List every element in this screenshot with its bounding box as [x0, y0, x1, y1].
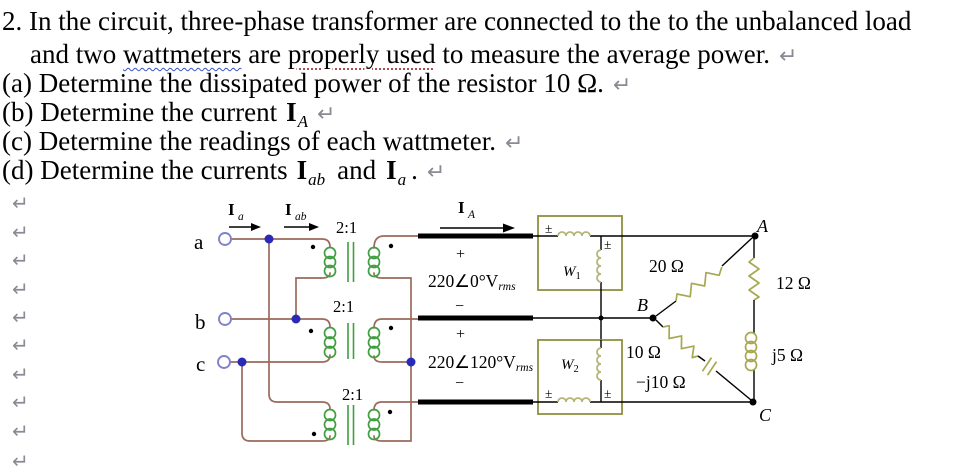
problem-item-a: (a) Determine the dissipated power of th…: [2, 68, 631, 101]
subscript-ab: ab: [308, 170, 326, 189]
transformer-1: [310, 242, 394, 282]
item-b-text: (b) Determine the current: [2, 97, 278, 127]
source2-label: 220∠120°Vrms: [428, 352, 534, 374]
margin-paragraph-mark: ↵: [12, 362, 29, 386]
terminals: [217, 232, 232, 369]
resistor-20-label: 20 Ω: [649, 256, 684, 276]
paragraph-mark: ↵: [779, 44, 798, 69]
turns-ratio-t3: 2:1: [342, 385, 363, 404]
turns-ratio-t2: 2:1: [333, 297, 354, 316]
resistor-12-label: 12 Ω: [776, 273, 811, 293]
circuit-diagram: a b c 2:1 2:1 2:1 Ia Iab IA + 220∠0°Vrms…: [194, 198, 811, 445]
period: .: [411, 155, 418, 185]
terminal-a-label: a: [194, 230, 204, 254]
turns-ratio-t1: 2:1: [336, 218, 357, 237]
problem-item-c: (c) Determine the readings of each wattm…: [2, 126, 523, 159]
problem-line-1: 2. In the circuit, three-phase transform…: [2, 6, 911, 36]
margin-paragraph-mark: ↵: [12, 277, 29, 301]
wattmeter-1-label: W1: [563, 264, 581, 282]
wattmeter-1: [533, 215, 753, 340]
problem-item-b: (b) Determine the current IA ↵: [2, 97, 335, 137]
item-d-text: (d) Determine the currents: [2, 155, 288, 185]
margin-paragraph-mark: ↵: [12, 191, 29, 215]
w2-polarity-mark-left: ±: [545, 386, 552, 401]
subscript-A: A: [297, 112, 309, 131]
secondary-wires: [373, 235, 419, 442]
source2-plus: +: [456, 326, 465, 343]
margin-paragraph-mark: ↵: [12, 390, 29, 414]
current-arrow-Iab: [284, 223, 319, 231]
w1-polarity-mark-right: ±: [604, 237, 611, 252]
node-C-label: C: [759, 405, 772, 425]
item-a-text: (a) Determine the dissipated power of th…: [2, 68, 604, 98]
line2-post: to measure the average power.: [435, 39, 770, 69]
margin-paragraph-mark: ↵: [12, 333, 29, 357]
subscript-a: a: [397, 170, 407, 189]
inductor-label: j5 Ω: [771, 345, 803, 365]
margin-paragraph-mark: ↵: [12, 305, 29, 329]
wattmeter-2: [533, 339, 751, 415]
w2-polarity-mark-right: ±: [604, 386, 611, 401]
problem-line-2: and two wattmeters are properly used to …: [30, 39, 797, 72]
terminal-b-label: b: [195, 310, 206, 334]
margin-paragraph-mark: ↵: [12, 419, 29, 443]
margin-paragraph-mark: ↵: [12, 248, 29, 272]
paragraph-mark: ↵: [612, 73, 632, 98]
word-and: and: [337, 155, 377, 185]
bus-bars: [418, 233, 533, 405]
item-c-text: (c) Determine the readings of each wattm…: [2, 126, 497, 156]
current-arrow-IA: [440, 223, 515, 233]
source1-minus: −: [455, 298, 464, 315]
margin-paragraph-mark: ↵: [12, 220, 29, 244]
node-B-label: B: [637, 295, 648, 315]
source1-plus: +: [456, 246, 465, 263]
grammar-dotted-words: properly used: [287, 39, 436, 69]
line2-mid: are: [241, 39, 288, 69]
line2-pre: and two: [30, 39, 123, 69]
paragraph-mark: ↵: [505, 131, 524, 156]
vector-I: I: [386, 155, 397, 185]
terminal-c-label: c: [196, 352, 205, 376]
node-A-label: A: [756, 216, 769, 236]
transformer-2: [308, 323, 394, 359]
primary-wires: [229, 238, 331, 442]
source1-label: 220∠0°Vrms: [428, 271, 516, 293]
paragraph-mark: ↵: [426, 160, 446, 185]
paragraph-mark: ↵: [317, 102, 336, 127]
junction-dots: [237, 232, 759, 406]
source2-minus: −: [455, 375, 464, 392]
load-network: [533, 237, 760, 401]
vector-I: I: [286, 97, 297, 127]
capacitor-label: −j10 Ω: [636, 372, 686, 392]
spellcheck-wavy-word: wattmeters: [122, 39, 242, 69]
current-arrow-Ia: [229, 223, 261, 231]
vector-I: I: [296, 155, 308, 185]
problem-number-text: 2. In the circuit, three-phase transform…: [2, 6, 912, 36]
wattmeter-2-label: W2: [561, 357, 579, 375]
transformer-3: [311, 405, 393, 445]
resistor-10-label: 10 Ω: [626, 342, 661, 362]
w1-polarity-mark-left: ±: [545, 221, 552, 236]
